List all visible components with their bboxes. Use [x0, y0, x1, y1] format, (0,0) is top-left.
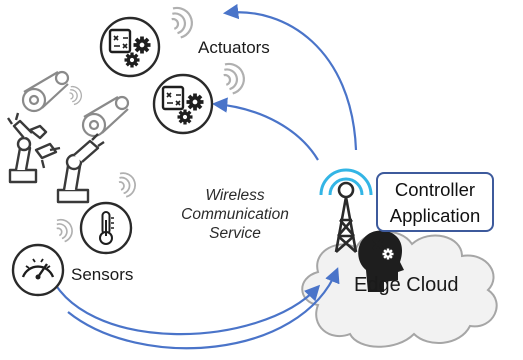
radio-tower-icon: [319, 168, 373, 253]
actuator-chip-gear-icon: [152, 73, 214, 135]
cloud-icon: [301, 230, 498, 348]
application-label: Application: [389, 205, 481, 226]
arrow-sensors-to-edge-upper: [46, 269, 321, 336]
robot-arm-icon: [7, 112, 105, 204]
conveyor-icon: [21, 70, 130, 138]
actuator-chip-gear-icon: [99, 16, 161, 78]
arrow-edge-to-actuator-mid: [211, 97, 319, 161]
wireless-communication-service-label: Wireless Communication Service: [181, 187, 289, 242]
wifi-signal-icon: [53, 215, 77, 244]
arrow-edge-to-actuator-top: [222, 3, 358, 151]
controller-application-box: Controller Application: [376, 172, 494, 232]
wifi-signal-icon: [116, 169, 139, 199]
wifi-signal-icon: [168, 3, 197, 40]
gauge-icon: [11, 243, 65, 297]
edge-cloud-label: Edge Cloud: [354, 274, 459, 296]
arrow-sensors-to-edge-lower: [67, 267, 340, 350]
wifi-signal-icon: [67, 84, 84, 106]
controller-label: Controller: [394, 179, 476, 200]
sensors-label: Sensors: [71, 265, 134, 284]
wifi-signal-icon: [220, 59, 249, 96]
thermometer-icon: [79, 201, 133, 255]
head-gears-icon: [358, 230, 404, 292]
actuators-label: Actuators: [198, 38, 270, 57]
